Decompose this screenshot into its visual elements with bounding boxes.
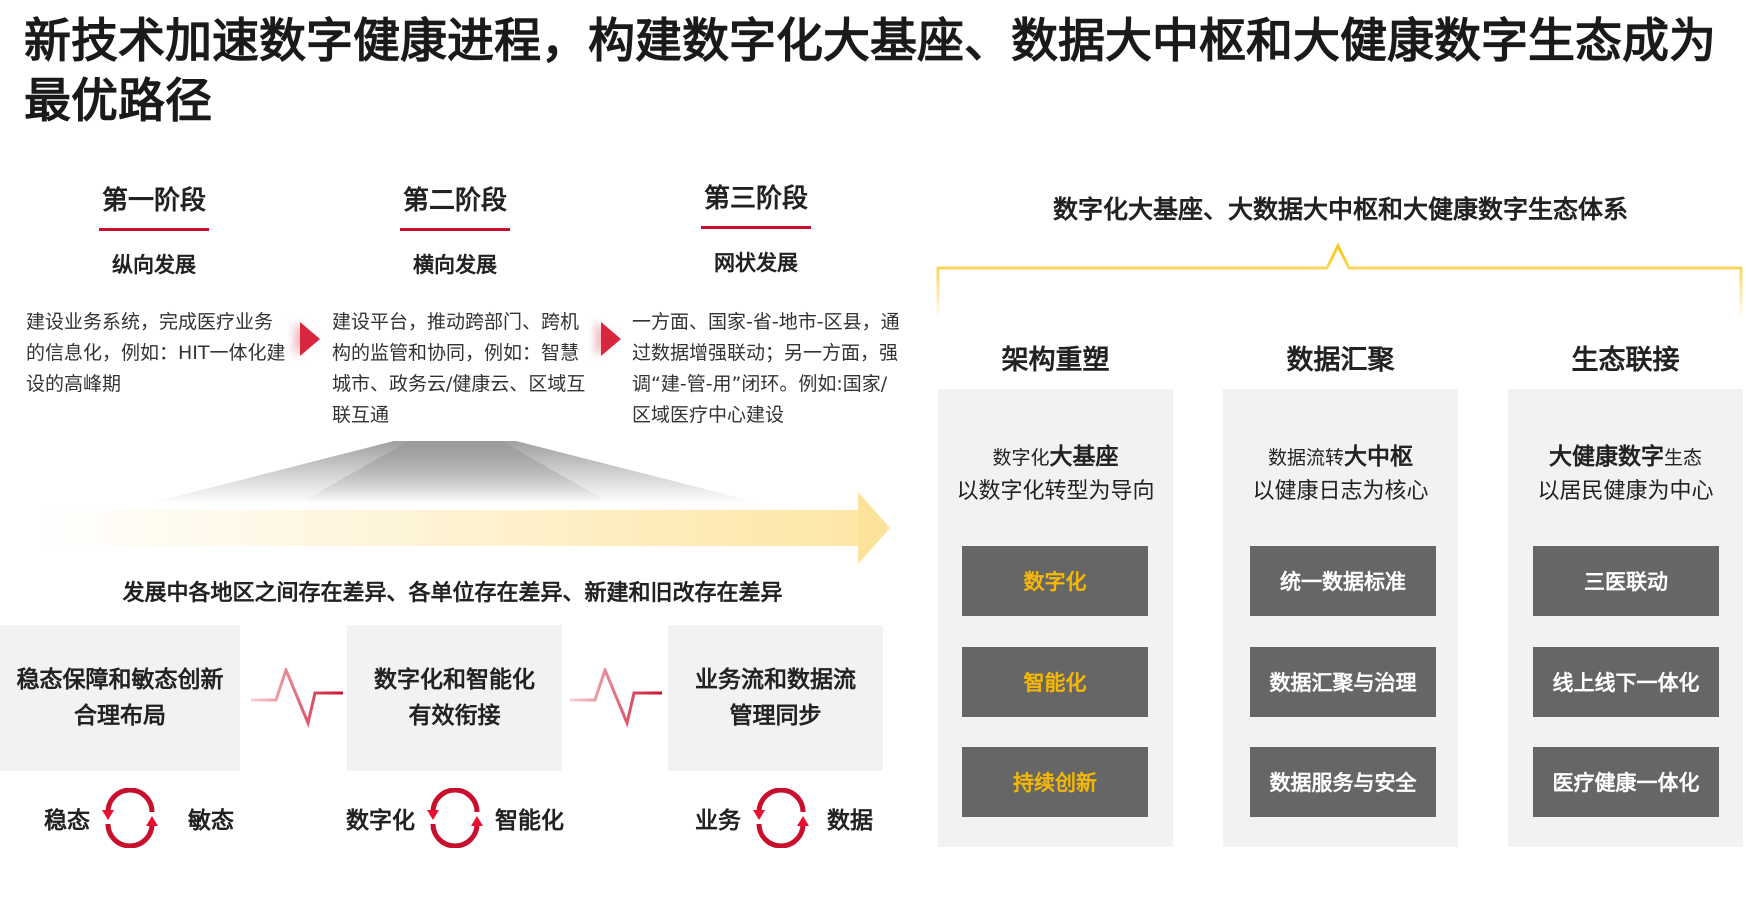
cycle-pair: 稳态 敏态: [44, 788, 234, 848]
chevron-right-icon: [300, 322, 320, 356]
page-title: 新技术加速数字健康进程，构建数字化大基座、数据大中枢和大健康数字生态成为最优路径: [24, 14, 1716, 129]
cycle-right-label: 敏态: [188, 808, 234, 834]
stage-heading: 第三阶段: [703, 184, 808, 214]
stage-3-description: 一方面、国家-省-地市-区县，通过数据增强联动；另一方面，强调“建-管-用”闭环…: [632, 311, 900, 426]
balance-box: 业务流和数据流管理同步: [668, 625, 883, 771]
pillar-item: 持续创新: [962, 747, 1148, 817]
box-line: 稳态保障和敏态创新: [16, 667, 224, 693]
yellow-bracket: [936, 242, 1743, 320]
pulse-icon: [251, 668, 343, 728]
arrow-head-icon: [858, 492, 890, 564]
cycle-arrows-icon: [427, 788, 483, 848]
box-line: 合理布局: [74, 703, 166, 729]
stage-subtitle: 横向发展: [413, 253, 497, 277]
box-line: 有效衔接: [408, 703, 501, 729]
pillar-item: 三医联动: [1533, 546, 1719, 616]
stage-2: 第二阶段 横向发展: [335, 184, 575, 279]
stage-2-description: 建设平台，推动跨部门、跨机构的监管和协同，例如：智慧城市、政务云/健康云、区域互…: [332, 311, 586, 426]
stage-3: 第三阶段 网状发展: [636, 182, 876, 277]
pillar-title: 架构重塑: [1001, 345, 1110, 376]
pillar-tagline: 数据流转大中枢: [1267, 444, 1413, 470]
pillar-tagline: 大健康数字生态: [1548, 444, 1702, 470]
stage-subtitle: 纵向发展: [112, 253, 196, 277]
red-underline: [99, 228, 209, 231]
pillar-item: 数据汇聚与治理: [1250, 647, 1436, 717]
stage-heading: 第二阶段: [402, 186, 507, 216]
pillar-column: 数字化大基座 以数字化转型为导向 数字化 智能化 持续创新: [938, 389, 1173, 847]
pillar-focus: 以数字化转型为导向: [956, 479, 1155, 504]
cycle-left-label: 稳态: [44, 808, 90, 834]
stage-1-description: 建设业务系统，完成医疗业务的信息化，例如：HIT一体化建设的高峰期: [26, 311, 286, 395]
stage-1: 第一阶段 纵向发展: [34, 184, 274, 279]
pillar-column: 大健康数字生态 以居民健康为中心 三医联动 线上线下一体化 医疗健康一体化: [1508, 389, 1743, 847]
pulse-icon: [570, 668, 662, 728]
pillar-focus: 以居民健康为中心: [1537, 479, 1714, 504]
box-line: 数字化和智能化: [374, 667, 535, 693]
cycle-left-label: 数字化: [346, 808, 415, 834]
cycle-arrows-icon: [102, 788, 158, 848]
box-line: 管理同步: [729, 703, 822, 729]
pillar-item: 医疗健康一体化: [1533, 747, 1719, 817]
pillar-item: 线上线下一体化: [1533, 647, 1719, 717]
cycle-left-label: 业务: [695, 808, 741, 834]
cycle-pair: 数字化 智能化: [346, 788, 564, 848]
red-underline: [400, 228, 510, 231]
ecosystem-heading: 数字化大基座、大数据大中枢和大健康数字生态体系: [1052, 195, 1628, 224]
pillar-item: 智能化: [962, 647, 1148, 717]
cycle-pair: 业务 数据: [695, 788, 873, 848]
pillar-focus: 以健康日志为核心: [1252, 479, 1429, 504]
pillar-title: 数据汇聚: [1286, 345, 1395, 376]
chevron-right-icon: [601, 322, 621, 356]
box-line: 业务流和数据流: [695, 667, 856, 693]
cycle-right-label: 智能化: [495, 808, 564, 834]
cycle-right-label: 数据: [827, 808, 873, 834]
balance-box: 数字化和智能化有效衔接: [347, 625, 562, 771]
balance-box: 稳态保障和敏态创新合理布局: [0, 625, 240, 771]
stage-subtitle: 网状发展: [714, 251, 798, 275]
pillar-column: 数据流转大中枢 以健康日志为核心 统一数据标准 数据汇聚与治理 数据服务与安全: [1223, 389, 1458, 847]
cycle-arrows-icon: [753, 788, 809, 848]
stage-heading: 第一阶段: [101, 186, 206, 216]
progress-arrow: [33, 510, 859, 546]
pillar-tagline: 数字化大基座: [992, 444, 1119, 470]
pillar-item: 统一数据标准: [1250, 546, 1436, 616]
differences-statement: 发展中各地区之间存在差异、各单位存在差异、新建和旧改存在差异: [122, 581, 783, 606]
red-underline: [701, 226, 811, 229]
pillar-title: 生态联接: [1571, 345, 1680, 376]
pillar-item: 数字化: [962, 546, 1148, 616]
pillar-item: 数据服务与安全: [1250, 747, 1436, 817]
